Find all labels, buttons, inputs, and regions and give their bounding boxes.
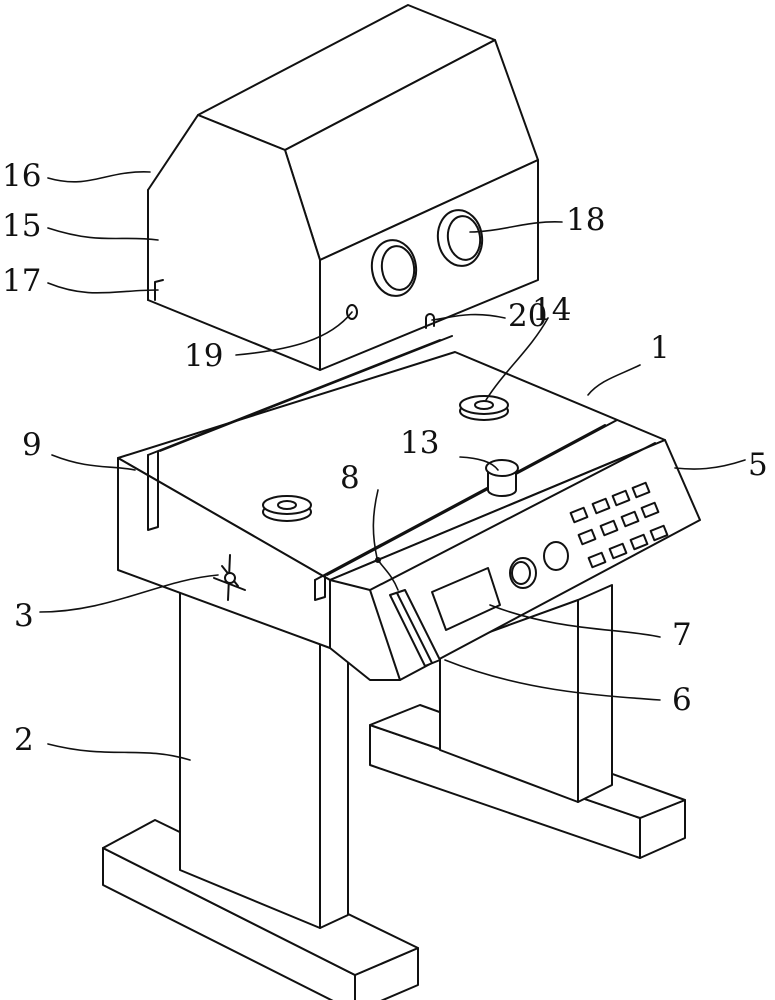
- label-19: 19: [184, 338, 223, 374]
- label-20: 20: [508, 298, 547, 334]
- leader-lines: [39, 171, 746, 761]
- right-leg: [369, 584, 686, 859]
- label-18: 18: [566, 202, 605, 238]
- label-3: 3: [14, 598, 34, 634]
- top-disk-left: [262, 495, 312, 522]
- label-5: 5: [748, 447, 768, 483]
- label-16: 16: [2, 158, 41, 194]
- label-9: 9: [22, 427, 42, 463]
- cable-connector: [375, 557, 381, 563]
- top-knob: [485, 459, 519, 497]
- handwheel-icon: [213, 554, 246, 601]
- label-14: 14: [532, 292, 571, 328]
- label-7: 7: [672, 617, 692, 653]
- label-2: 2: [14, 722, 34, 758]
- label-17: 17: [2, 263, 41, 299]
- label-13: 13: [400, 425, 439, 461]
- label-8: 8: [340, 460, 360, 496]
- label-1: 1: [650, 330, 670, 366]
- control-panel: [389, 481, 669, 667]
- left-leg: [102, 589, 419, 1000]
- part-labels: 1 2 3 5 6 7 8 9 13 14 15 16 17 18 19 20: [2, 158, 768, 758]
- top-disk-right: [459, 395, 509, 421]
- cover-hood: [147, 4, 539, 371]
- label-6: 6: [672, 682, 692, 718]
- label-15: 15: [2, 208, 41, 244]
